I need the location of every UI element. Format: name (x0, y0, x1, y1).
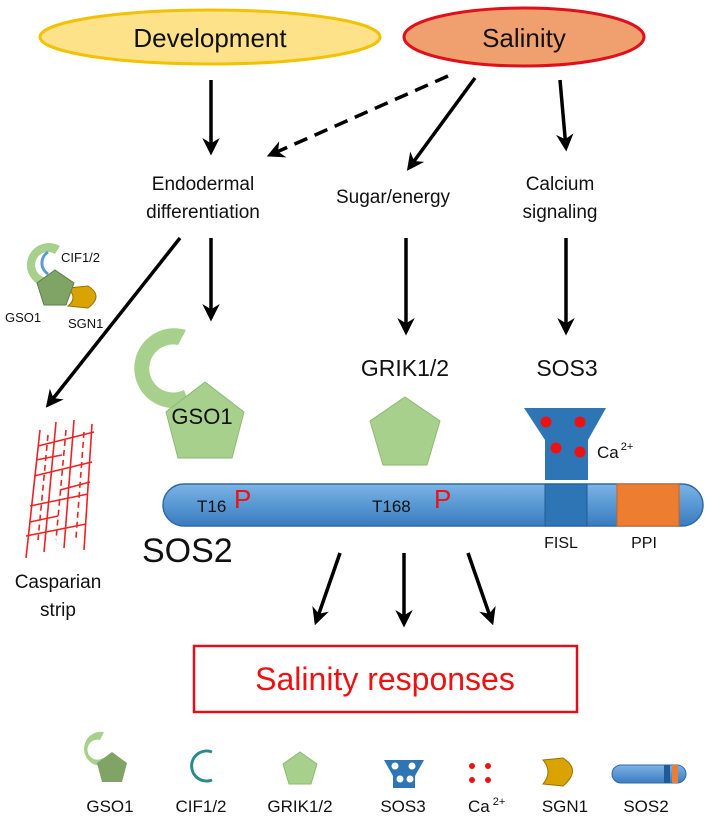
calcium-label-line2: signaling (523, 202, 598, 223)
t16-phospho-label: P (234, 484, 251, 514)
cif-label: CIF1/2 (61, 250, 100, 265)
sgn1-icon (542, 757, 573, 787)
t168-phospho-label: P (434, 484, 451, 514)
gso-label: GSO1 (5, 310, 41, 325)
legend-item-gso1: GSO1 (84, 731, 134, 816)
legend-label-sos3: SOS3 (380, 797, 425, 816)
calcium-label-line1: Calcium (526, 174, 595, 195)
arrow-sos2-response-right (466, 552, 496, 626)
gso1-cif-sgn1-complex: CIF1/2 GSO1 SGN1 (5, 243, 103, 331)
sos2-protein-bar (162, 483, 704, 527)
dashed-arrow-salinity-endodermal (266, 74, 449, 158)
sos2-label: SOS2 (142, 532, 233, 570)
casparian-label-line2: strip (40, 600, 76, 621)
grik-label: GRIK1/2 (361, 355, 449, 381)
sos3-label: SOS3 (536, 355, 597, 381)
casparian-label-line1: Casparian (15, 572, 102, 593)
legend-label-gso1: GSO1 (86, 797, 133, 816)
t168-label: T168 (372, 497, 411, 516)
cif-icon (40, 250, 49, 276)
legend-item-grik: GRIK1/2 (267, 751, 333, 816)
sos3-icon (524, 408, 606, 480)
gso1-receptor-large: GSO1 (134, 328, 245, 459)
arrow-sos2-response-left (312, 552, 342, 626)
arrow-salinity-calcium (556, 79, 574, 152)
ppi-domain (616, 483, 680, 527)
grik-pentagon-icon (369, 396, 441, 466)
salinity-responses-label: Salinity responses (255, 661, 515, 697)
t16-label: T16 (197, 497, 226, 516)
gso1-icon (84, 731, 106, 766)
legend-item-cif: CIF1/2 (175, 749, 227, 816)
casparian-strip-icon (25, 419, 95, 559)
calcium-icon (469, 763, 491, 783)
endodermal-label-line2: differentiation (146, 202, 260, 223)
sos3-icon (384, 760, 424, 788)
gso1-kinase-icon (36, 269, 75, 306)
sgn1-icon (66, 285, 97, 309)
gso1-ectodomain-icon (134, 328, 190, 409)
fisl-label: FISL (544, 535, 578, 552)
fisl-domain (544, 483, 588, 527)
legend-label-sgn1: SGN1 (542, 797, 588, 816)
legend-label-grik: GRIK1/2 (267, 797, 332, 816)
legend-item-sos3: SOS3 (380, 760, 426, 816)
sugar-energy-label: Sugar/energy (336, 187, 451, 208)
grik-icon (282, 751, 318, 785)
salinity-label: Salinity (482, 23, 566, 53)
development-node: Development (38, 8, 382, 66)
legend-label-cif: CIF1/2 (175, 797, 226, 816)
legend-item-sos2: SOS2 (611, 764, 687, 816)
development-label: Development (133, 23, 287, 53)
gso1-label: GSO1 (171, 404, 232, 429)
salinity-node: Salinity (402, 6, 646, 68)
gso1-cshape-icon (26, 243, 60, 288)
legend-item-sgn1: SGN1 (542, 757, 588, 816)
gso1-kinase-domain-icon (165, 381, 245, 459)
arrow-salinity-sugar (406, 76, 477, 171)
sgn-label: SGN1 (68, 316, 103, 331)
salinity-responses-box: Salinity responses (192, 644, 579, 714)
ppi-label: PPI (631, 535, 657, 552)
legend-label-sos2: SOS2 (623, 797, 668, 816)
sos2-icon (611, 764, 687, 784)
endodermal-label-line1: Endodermal (152, 174, 254, 195)
cif-icon (190, 749, 213, 783)
arrow-endodermal-casparian (45, 236, 182, 408)
